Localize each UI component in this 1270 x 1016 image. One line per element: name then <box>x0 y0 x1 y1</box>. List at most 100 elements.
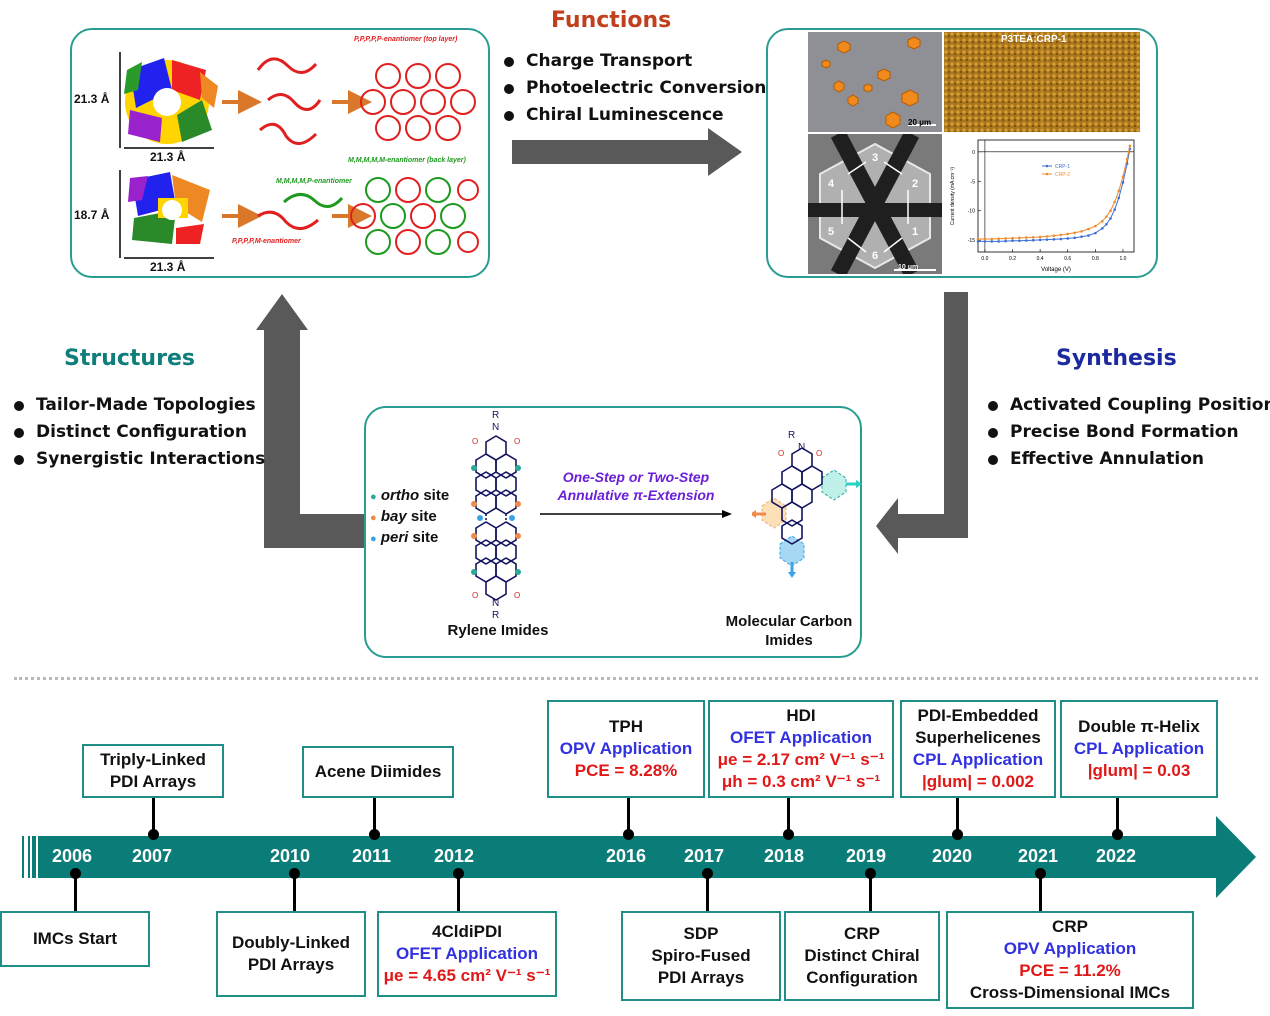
data-point <box>1109 217 1112 220</box>
synthesis-arrow-icon <box>876 292 968 554</box>
bullet-icon <box>988 400 998 411</box>
data-point <box>1125 157 1129 161</box>
svg-text:O: O <box>514 591 520 600</box>
connector-dot <box>865 868 876 879</box>
dim-bottom-bottom: 21.3 Å <box>150 260 186 274</box>
data-point <box>1105 215 1108 218</box>
r-right: R <box>788 430 796 441</box>
data-point <box>1073 236 1076 240</box>
functions-item: Photoelectric Conversion <box>504 75 766 102</box>
right-arrow-icon <box>512 128 742 176</box>
data-point <box>1094 231 1097 235</box>
connector <box>1116 798 1119 834</box>
r-top: R <box>492 410 500 421</box>
data-point <box>1018 236 1021 240</box>
legend-marker <box>1045 172 1049 176</box>
event-double-helix: Double π-Helix CPL Application |glum| = … <box>1060 700 1218 798</box>
rylene-imides-caption: Rylene Imides <box>447 622 549 639</box>
structures-arrow-icon <box>256 294 364 548</box>
timeline-bar <box>38 836 1218 878</box>
data-point <box>1025 239 1028 242</box>
data-point <box>1105 222 1108 226</box>
connector <box>74 874 77 912</box>
functions-item: Charge Transport <box>504 48 766 75</box>
data-point <box>997 240 1001 243</box>
hex-number: 1 <box>912 226 919 238</box>
x-tick-label: 0.0 <box>981 256 988 262</box>
x-tick-label: 1.0 <box>1119 256 1126 262</box>
red-helix-group <box>256 57 322 145</box>
connector-dot <box>952 829 963 840</box>
x-axis-label: Voltage (V) <box>1041 267 1071 273</box>
event-triply-linked: Triply-Linked PDI Arrays <box>82 744 224 798</box>
connector-dot <box>369 829 380 840</box>
data-point <box>1073 231 1076 235</box>
connector <box>457 874 460 912</box>
svg-text:O: O <box>472 437 478 446</box>
bullet-icon <box>14 454 24 465</box>
y-tick-label: -15 <box>968 238 975 244</box>
synthesis-item: Precise Bond Formation <box>988 419 1270 446</box>
functions-item: Chiral Luminescence <box>504 102 766 129</box>
synthesis-title: Synthesis <box>1056 346 1177 371</box>
year-2011: 2011 <box>352 846 392 866</box>
connector-dot <box>1112 829 1123 840</box>
timeline-arrowhead-icon <box>1216 816 1256 898</box>
data-point <box>1080 235 1083 238</box>
year-2006: 2006 <box>52 846 93 866</box>
y-tick-label: -10 <box>968 209 975 215</box>
connector <box>627 798 630 834</box>
bottom-cluster <box>128 172 210 244</box>
data-point <box>1045 235 1049 238</box>
bullet-icon <box>504 110 514 121</box>
svg-text:O: O <box>514 437 520 446</box>
connector <box>373 798 376 834</box>
data-point <box>1100 220 1104 223</box>
data-point <box>1128 144 1132 148</box>
data-point <box>1004 237 1007 240</box>
site-dots <box>471 465 521 575</box>
section-divider <box>14 677 1258 680</box>
n-bottom: N <box>492 598 500 609</box>
connector-dot <box>623 829 634 840</box>
data-point <box>1094 224 1097 228</box>
structures-list: Tailor-Made Topologies Distinct Configur… <box>14 392 265 473</box>
y-tick-label: 0 <box>972 150 975 156</box>
data-point <box>1100 227 1104 230</box>
bullet-icon <box>14 400 24 411</box>
scale-bar-2: 10 μm <box>898 264 919 271</box>
x-tick-label: 0.6 <box>1064 256 1071 262</box>
data-point <box>1038 238 1042 242</box>
y-tick-label: -5 <box>971 179 976 185</box>
hex-number: 4 <box>828 178 835 190</box>
structures-item: Synergistic Interactions <box>14 446 265 473</box>
event-doubly-linked: Doubly-Linked PDI Arrays <box>216 911 366 997</box>
data-point <box>1011 239 1014 243</box>
reaction-label: One-Step or Two-Step Annulative π-Extens… <box>557 469 715 503</box>
bullet-icon <box>504 56 514 67</box>
data-point <box>1045 238 1049 241</box>
legend-label: CRP-1 <box>1055 164 1070 170</box>
synthesis-item: Effective Annulation <box>988 446 1270 473</box>
structures-item: Tailor-Made Topologies <box>14 392 265 419</box>
connector <box>956 798 959 834</box>
data-point <box>1052 238 1056 241</box>
year-2016: 2016 <box>606 846 647 866</box>
data-point <box>1087 234 1090 237</box>
site-bay: ● bay site <box>370 508 437 525</box>
connector-dot <box>70 868 81 879</box>
year-2010: 2010 <box>270 846 311 866</box>
bullet-icon <box>988 454 998 465</box>
timeline-cap <box>32 836 36 878</box>
y-axis-label: Current density (mA cm⁻²) <box>950 167 956 226</box>
data-point <box>1038 235 1042 239</box>
legend-label: CRP-2 <box>1055 172 1070 178</box>
bullet-icon <box>14 427 24 438</box>
site-peri: ● peri site <box>370 529 439 546</box>
connector-dot <box>1035 868 1046 879</box>
plot-frame <box>977 139 1135 253</box>
event-crp-chiral: CRP Distinct Chiral Configuration <box>784 911 940 1001</box>
